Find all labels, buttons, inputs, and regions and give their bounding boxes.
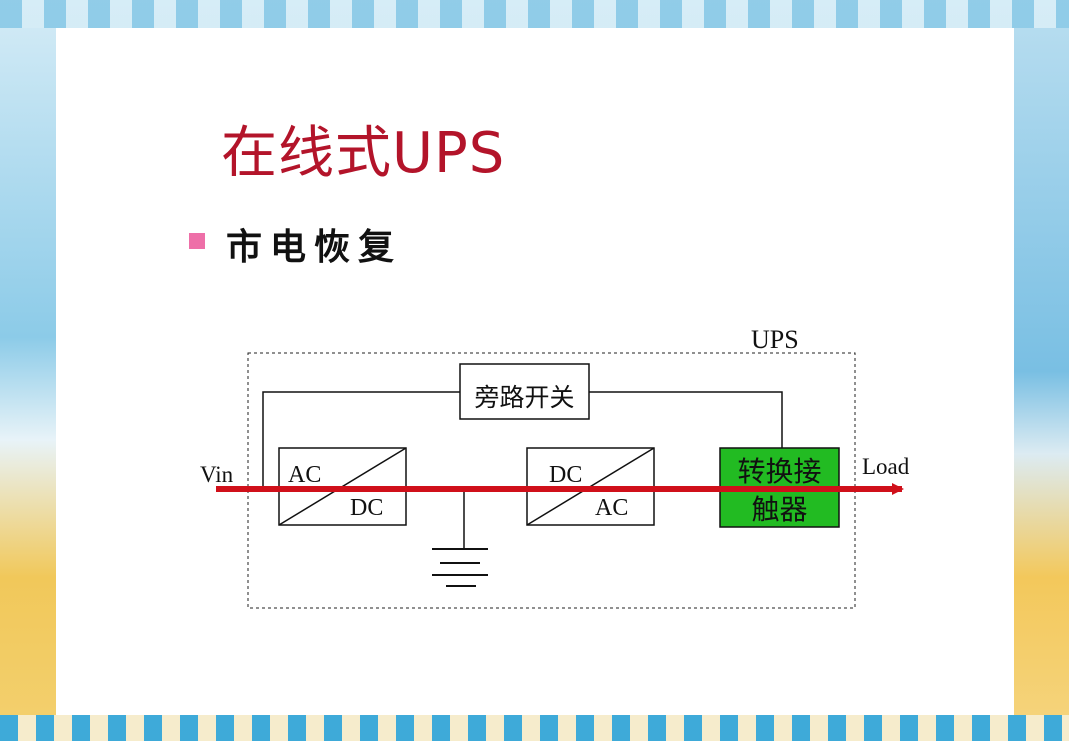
rectifier-output-label: DC [350,495,383,521]
ups-label: UPS [751,325,799,354]
inverter-input-label: DC [549,462,582,488]
bypass-switch-box [459,363,590,420]
bypass-wire-left [262,391,460,488]
decorative-border-right [1014,28,1069,715]
bypass-wire-right [589,391,783,448]
input-label-vin: Vin [200,462,234,487]
bullet-text: 市电恢复 [226,226,403,268]
decorative-border-bottom [0,715,1069,741]
rectifier-input-label: AC [288,462,321,488]
ups-enclosure [247,352,856,609]
bullet-square-icon [189,233,205,249]
transfer-contactor-label-line1: 转换接 [737,456,821,488]
transfer-contactor-label-line2: 触器 [751,494,807,526]
output-label-load: Load [862,454,910,479]
decorative-border-left [0,28,56,715]
bypass-switch-label: 旁路开关 [474,384,574,412]
slide-title: 在线式UPS [221,121,506,186]
inverter-output-label: AC [595,495,628,521]
decorative-border-top [0,0,1069,28]
